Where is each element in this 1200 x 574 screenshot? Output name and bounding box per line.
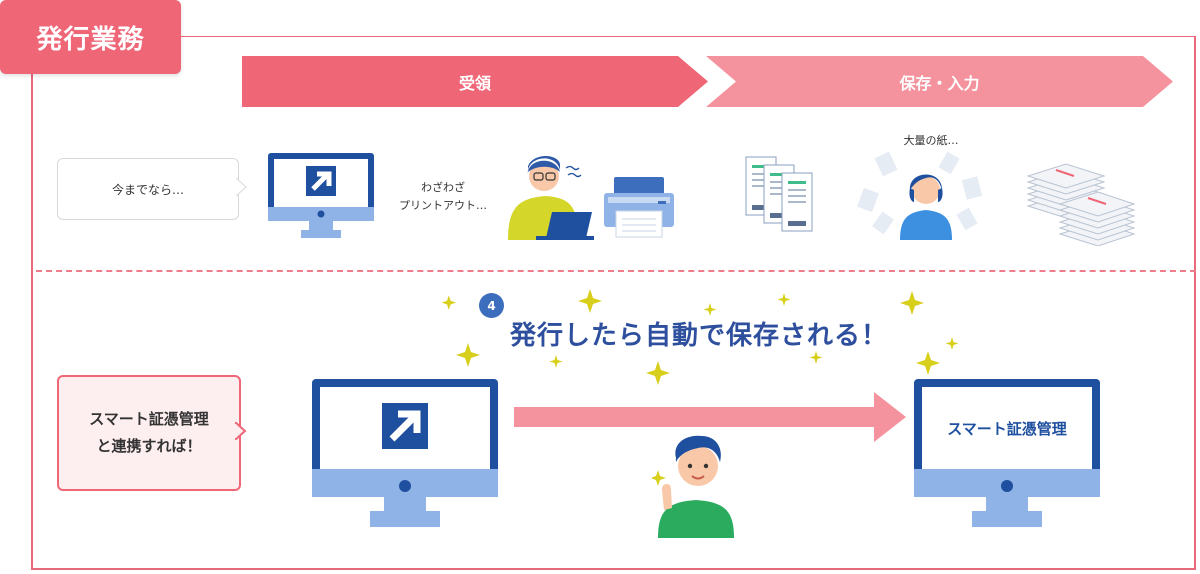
smart-system-logo-text: スマート証憑管理 (920, 391, 1094, 465)
sparkles-decoration (441, 289, 959, 385)
page-title: 発行業務 (0, 0, 181, 74)
headline: 発行したら自動で保存される！ (510, 321, 889, 351)
after-bubble-line: スマート証憑管理 (89, 410, 209, 428)
person-at-laptop-illustration (508, 156, 594, 240)
bubble-tail (235, 422, 247, 440)
person-with-papers-illustration (857, 151, 983, 240)
monitor-app-icon (312, 379, 498, 527)
bubble-tail (236, 178, 247, 196)
stage-store-input: 保存・入力 (706, 56, 1173, 107)
step-number-badge: 4 (479, 293, 504, 318)
before-speech-bubble: 今までなら… (57, 158, 239, 220)
smart-system-monitor (914, 379, 1100, 527)
happy-person-illustration (652, 435, 734, 538)
task-frame (31, 36, 1196, 570)
print-note-line: わざわざ (421, 181, 465, 194)
section-divider (36, 270, 1196, 272)
paper-note: 大量の紙… (903, 134, 959, 147)
paper-stack-illustration (1026, 163, 1136, 246)
stage-arrow-shape (242, 56, 708, 107)
stage-label: 保存・入力 (899, 73, 980, 93)
monitor-app-icon (268, 153, 374, 238)
stage-receive: 受領 (242, 56, 708, 107)
printer-illustration (604, 177, 674, 238)
stage-arrow-shape (706, 56, 1173, 107)
before-bubble-text: 今までなら… (111, 182, 184, 197)
print-note-line: プリントアウト… (399, 199, 487, 212)
after-speech-bubble: スマート証憑管理 と連携すれば！ (57, 375, 241, 491)
smart-system-name: スマート証憑管理 (947, 419, 1067, 438)
stage-label: 受領 (458, 73, 491, 93)
after-bubble-line: と連携すれば！ (96, 437, 202, 455)
print-note: わざわざ プリントアウト… (383, 179, 503, 215)
documents-illustration (745, 156, 813, 232)
transfer-arrow (514, 392, 906, 442)
